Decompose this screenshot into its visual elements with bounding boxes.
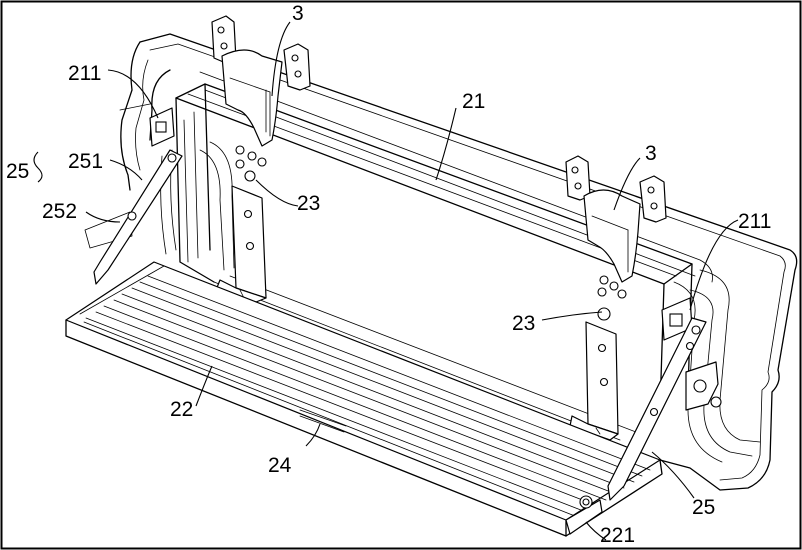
- support-plate-left: [215, 185, 267, 303]
- hinge-bracket-3-left: [211, 15, 311, 147]
- hinge-bracket-3-right: [565, 155, 667, 283]
- slot-211-left: [149, 107, 175, 147]
- label-21: 21: [462, 90, 485, 113]
- label-25-left: 25: [6, 160, 29, 183]
- bolt-holes-23: [235, 145, 627, 321]
- label-23-lower: 23: [512, 312, 535, 335]
- label-3-left: 3: [292, 2, 304, 25]
- reference-numerals: 3 3 211 211 21 25 251 252 23 23 22 24 25…: [6, 2, 771, 547]
- label-3-right: 3: [645, 142, 657, 165]
- mounting-plate: [84, 33, 798, 491]
- label-211-right: 211: [738, 210, 771, 233]
- label-221: 221: [600, 524, 635, 547]
- label-251: 251: [68, 150, 103, 173]
- step-tread-22: [65, 261, 663, 537]
- label-24: 24: [268, 454, 292, 477]
- link-arm-25-right: [607, 317, 707, 501]
- label-252: 252: [42, 200, 77, 223]
- label-23-upper: 23: [297, 192, 320, 215]
- slot-211-right: [661, 297, 722, 411]
- label-211-left: 211: [68, 62, 101, 85]
- label-22: 22: [170, 398, 193, 421]
- leader-lines: [33, 21, 739, 541]
- label-25-right: 25: [692, 496, 715, 519]
- support-plate-right: [569, 321, 619, 441]
- link-arm-25-left: [93, 149, 183, 285]
